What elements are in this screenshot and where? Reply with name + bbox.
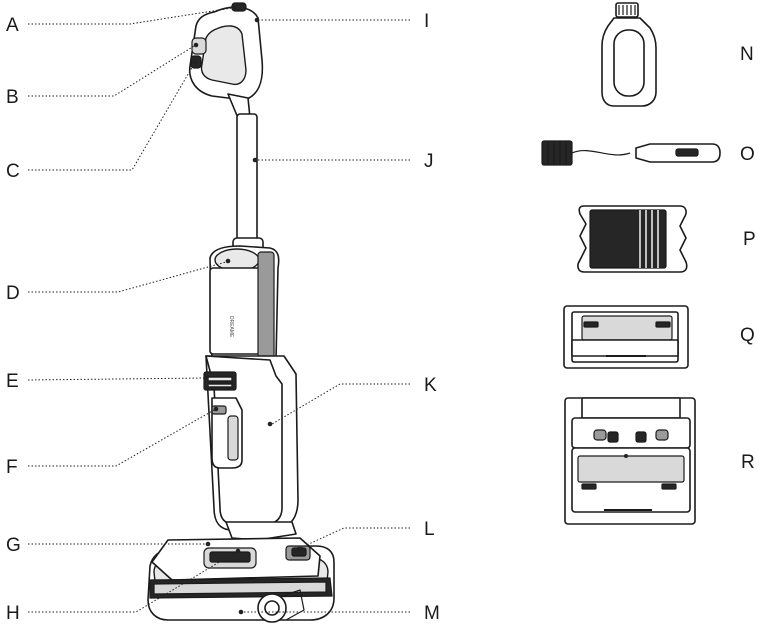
label-N: N — [740, 44, 754, 65]
handle — [190, 3, 263, 100]
label-D: D — [6, 283, 20, 304]
dirty-tank — [204, 356, 298, 530]
label-R: R — [741, 452, 755, 473]
label-A: A — [6, 15, 19, 36]
label-O: O — [740, 144, 755, 165]
label-F: F — [6, 457, 18, 478]
label-E: E — [6, 371, 19, 392]
label-Q: Q — [740, 325, 755, 346]
roller-brush-cover — [564, 306, 688, 368]
body: DREAME — [210, 246, 279, 372]
label-L: L — [424, 519, 435, 540]
label-M: M — [424, 603, 440, 624]
floor-head — [148, 522, 334, 622]
cleaning-brush-tool — [542, 141, 720, 165]
label-K: K — [424, 375, 437, 396]
label-G: G — [6, 535, 21, 556]
label-I: I — [424, 11, 429, 32]
filter — [578, 206, 687, 272]
label-J: J — [424, 151, 434, 172]
base-station — [565, 398, 695, 524]
label-P: P — [743, 229, 756, 250]
tube — [228, 94, 263, 252]
label-C: C — [6, 161, 20, 182]
label-B: B — [6, 87, 19, 108]
cleaning-solution-bottle — [602, 3, 656, 106]
label-H: H — [6, 603, 20, 624]
svg-text:DREAME: DREAME — [228, 316, 234, 338]
